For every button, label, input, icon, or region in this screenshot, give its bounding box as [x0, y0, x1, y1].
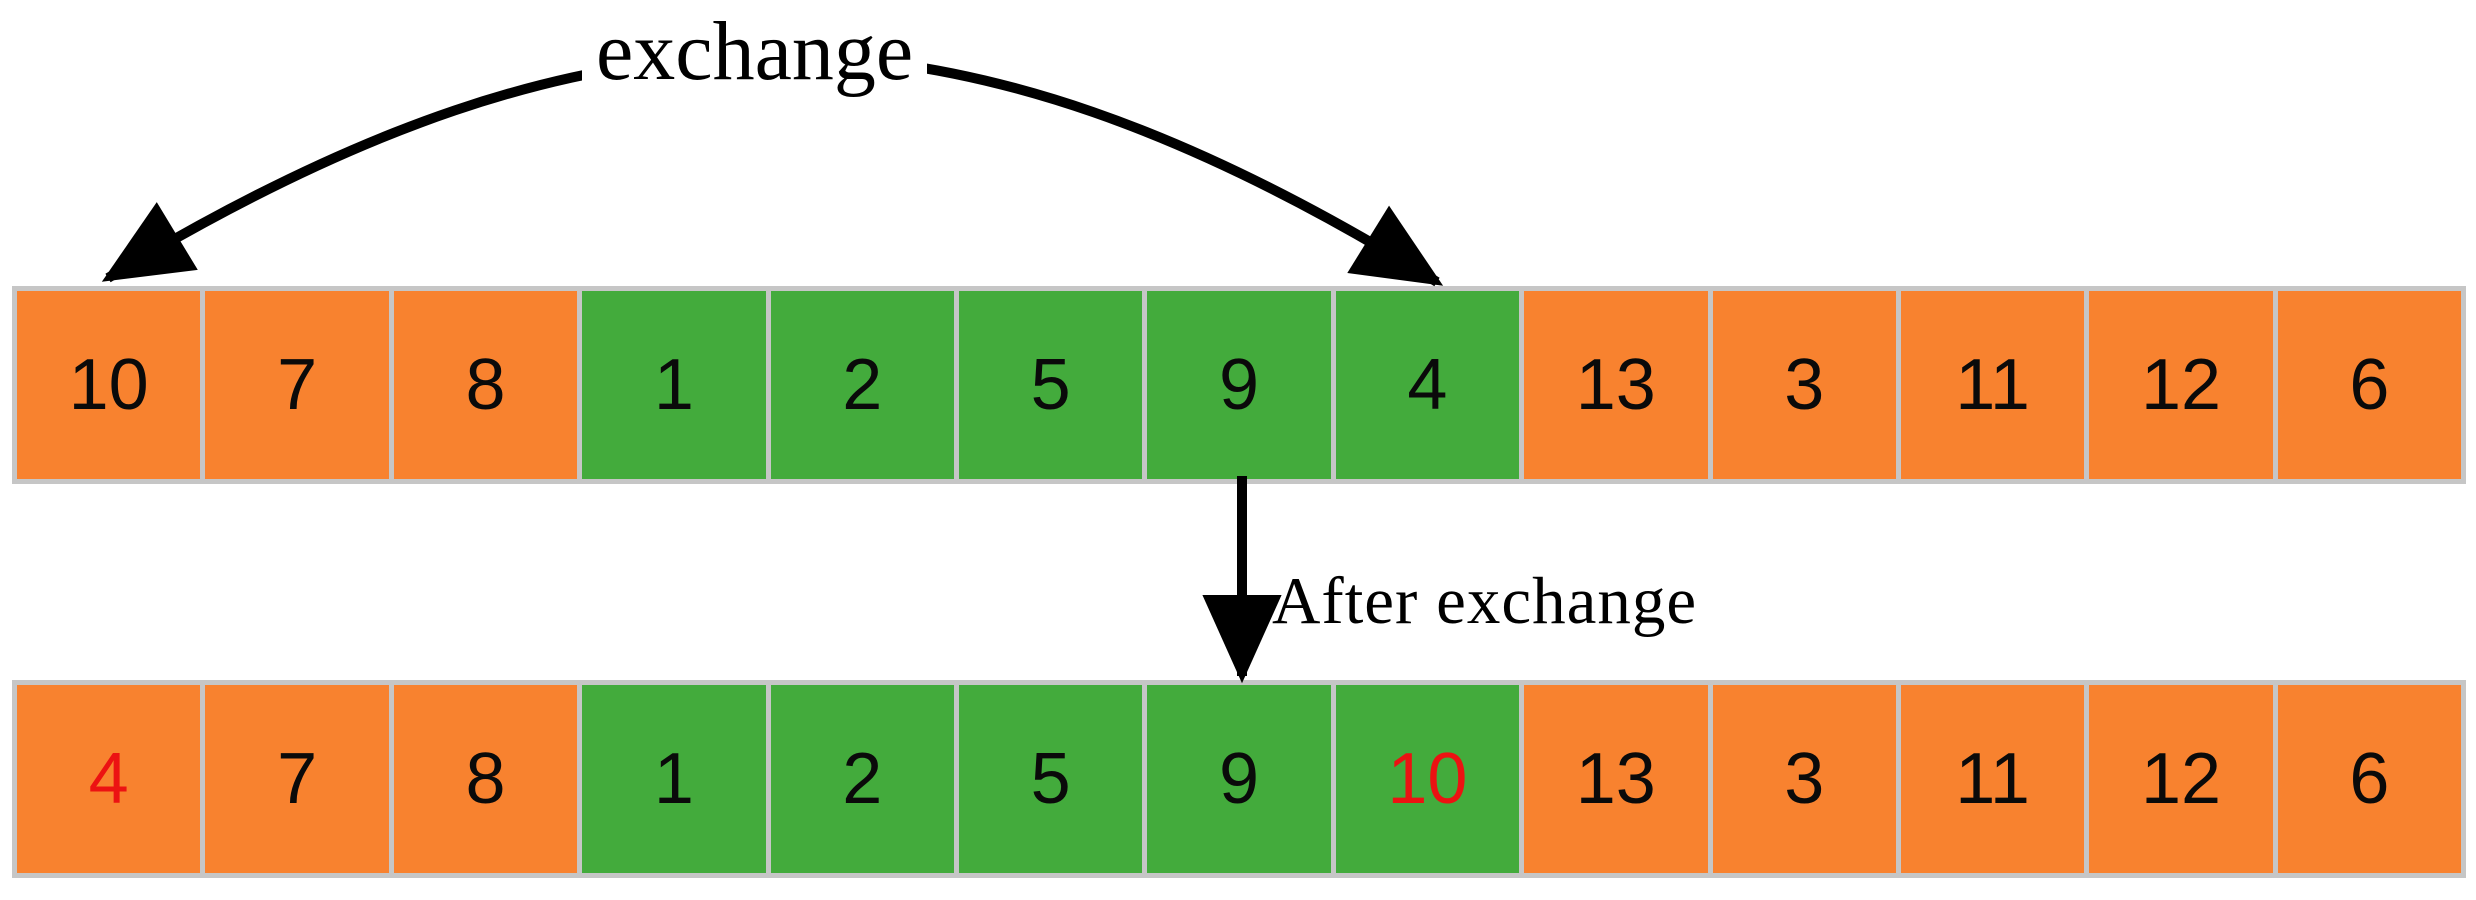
array-cell: 8 [393, 685, 578, 873]
array-cell: 9 [1147, 291, 1331, 479]
array-cell: 13 [1524, 291, 1708, 479]
array-cell: 9 [1147, 685, 1331, 873]
array-cell: 1 [582, 291, 766, 479]
array-cell: 7 [205, 685, 389, 873]
array-cell: 11 [1900, 291, 2085, 479]
array-cell: 8 [393, 291, 578, 479]
array-cell: 3 [1712, 291, 1896, 479]
array-cell: 12 [2089, 685, 2273, 873]
array-cell: 4 [1335, 291, 1520, 479]
exchange-arrow-label: exchange [582, 8, 928, 104]
array-cell: 5 [958, 685, 1143, 873]
array-cell: 6 [2277, 685, 2462, 873]
array-cell: 10 [1335, 685, 1520, 873]
array-cell: 2 [770, 291, 954, 479]
array-cell: 4 [17, 685, 201, 873]
array-cell: 2 [770, 685, 954, 873]
array-cell: 11 [1900, 685, 2085, 873]
array-cell: 7 [205, 291, 389, 479]
array-cell: 5 [958, 291, 1143, 479]
array-cell: 3 [1712, 685, 1896, 873]
after-exchange-arrow-label: After exchange [1272, 564, 1698, 638]
array-cell: 12 [2089, 291, 2273, 479]
array-cell: 10 [17, 291, 201, 479]
array-cell: 13 [1524, 685, 1708, 873]
array-cell: 6 [2277, 291, 2462, 479]
array-cell: 1 [582, 685, 766, 873]
